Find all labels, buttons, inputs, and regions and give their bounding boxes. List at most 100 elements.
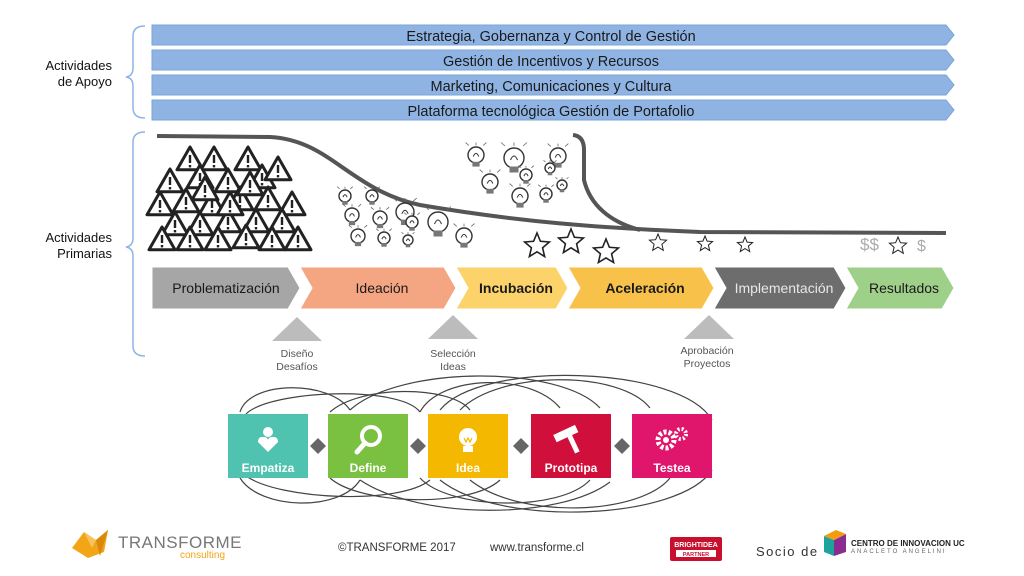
star-icon [696,234,714,252]
support-bar: Marketing, Comunicaciones y Cultura [151,74,955,96]
heart-person-icon [258,427,278,452]
gate: Aprobación Proyectos [680,315,734,370]
lightbulb-icon [479,169,501,194]
stages: Problematización Ideación Incubación Aceler… [151,266,955,310]
warning-icon [253,185,283,212]
warning-icon [215,190,245,217]
lightbulb-icon [465,142,487,167]
lightbulb-icon [348,224,368,247]
lightbulb-icon [459,428,477,452]
support-bracket [125,25,146,119]
stage-label: Incubación [479,280,553,296]
warning-icon [213,167,243,194]
stage-arrow: Implementación [713,266,847,310]
design-step-tile: Define [328,414,408,478]
badge-line2: PARTNER [683,552,709,558]
warning-icon [267,207,297,234]
lightbulb-icon [555,176,569,193]
stage-label: Problematización [172,280,279,296]
stage-arrow: Incubación [455,266,569,310]
warning-icon [147,225,177,252]
warning-icon [199,145,229,172]
lightbulb-icon [336,186,354,205]
lightbulb-icon [370,206,390,229]
warning-icon [190,175,220,202]
support-label-line: Actividades [45,58,112,73]
warning-icon [283,225,313,252]
badge-line1: BRIGHTIDEA [674,542,718,549]
warning-icon [185,210,215,237]
gate-label: Aprobación [680,345,733,357]
socio-label: Socio de [756,544,819,559]
lightbulb-icon [424,206,452,237]
lightbulb-icon [537,184,555,203]
lightbulb-icon [401,231,415,248]
support-bar-label: Gestión de Incentivos y Recursos [443,54,659,70]
lightbulb-icon [453,223,475,248]
star-icon [736,235,754,253]
warning-icon [145,190,175,217]
stage-label: Resultados [869,280,939,296]
stage-label: Implementación [735,280,834,296]
star-icon [556,226,586,255]
warning-icon [277,190,307,217]
money-symbol: $ [917,238,926,255]
star-icon [522,230,552,259]
brand-name: TRANSFORME consulting [118,533,242,561]
gate-triangle [684,315,734,339]
warning-icon [213,207,243,234]
gate-triangle [428,315,478,339]
gate-label: Desafíos [276,361,317,373]
brand-sub: consulting [180,550,226,561]
lightbulb-icon [363,186,381,205]
design-step-label: Idea [456,461,480,475]
partner-org-line2: ANACLETO ANGELINI [851,549,947,555]
support-label: Actividades de Apoyo [30,58,112,90]
stage-label: Ideación [356,280,409,296]
warning-icon [231,223,261,250]
website-link[interactable]: www.transforme.cl [490,542,584,554]
stage-arrow: Aceleración [567,266,715,310]
gate-label: Proyectos [684,358,731,370]
primary-label: Actividades Primarias [30,230,112,262]
stage-arrow: Resultados [845,266,955,310]
lightbulb-icon [543,159,557,176]
design-step-tile: Prototipa [531,414,611,478]
ideas-cluster [336,186,475,248]
copyright: ©TRANSFORME 2017 [338,542,456,554]
brand-main: TRANSFORME [118,533,242,552]
primary-label-line: Primarias [57,246,112,261]
lightbulb-icon [375,228,393,247]
design-step-label: Prototipa [545,461,598,475]
acceleration-curve [572,133,641,232]
stage-arrow: Ideación [299,266,457,310]
warning-icon [175,145,205,172]
gate-label: Diseño [281,348,314,360]
partner-org-line1: CENTRO DE INNOVACION UC [851,539,965,548]
warning-icon [241,207,271,234]
design-step-label: Testea [653,461,690,475]
support-bar-label: Marketing, Comunicaciones y Cultura [431,79,673,95]
support-bar: Plataforma tecnológica Gestión de Portaf… [151,99,955,121]
warning-icon [197,190,227,217]
centro-innovacion-logo [824,530,846,556]
lightbulb-icon [547,143,569,168]
primary-label-line: Actividades [45,230,112,245]
brightidea-badge: BRIGHTIDEA PARTNER [670,537,722,561]
warning-icon [257,225,287,252]
iteration-loops [239,374,713,513]
primary-bracket [125,131,146,357]
gate-label: Ideas [440,361,466,373]
gate-triangle [272,317,322,341]
warning-icon [155,167,185,194]
support-bar: Estrategia, Gobernanza y Control de Gest… [151,24,955,46]
star-icon [591,236,621,265]
partner-org: CENTRO DE INNOVACION UC ANACLETO ANGELIN… [851,539,965,555]
support-bar-label: Plataforma tecnológica Gestión de Portaf… [408,104,695,120]
stars [522,226,908,265]
warning-icon [235,170,265,197]
design-step-tile: Empatiza [228,414,308,478]
hammer-icon [553,424,580,454]
